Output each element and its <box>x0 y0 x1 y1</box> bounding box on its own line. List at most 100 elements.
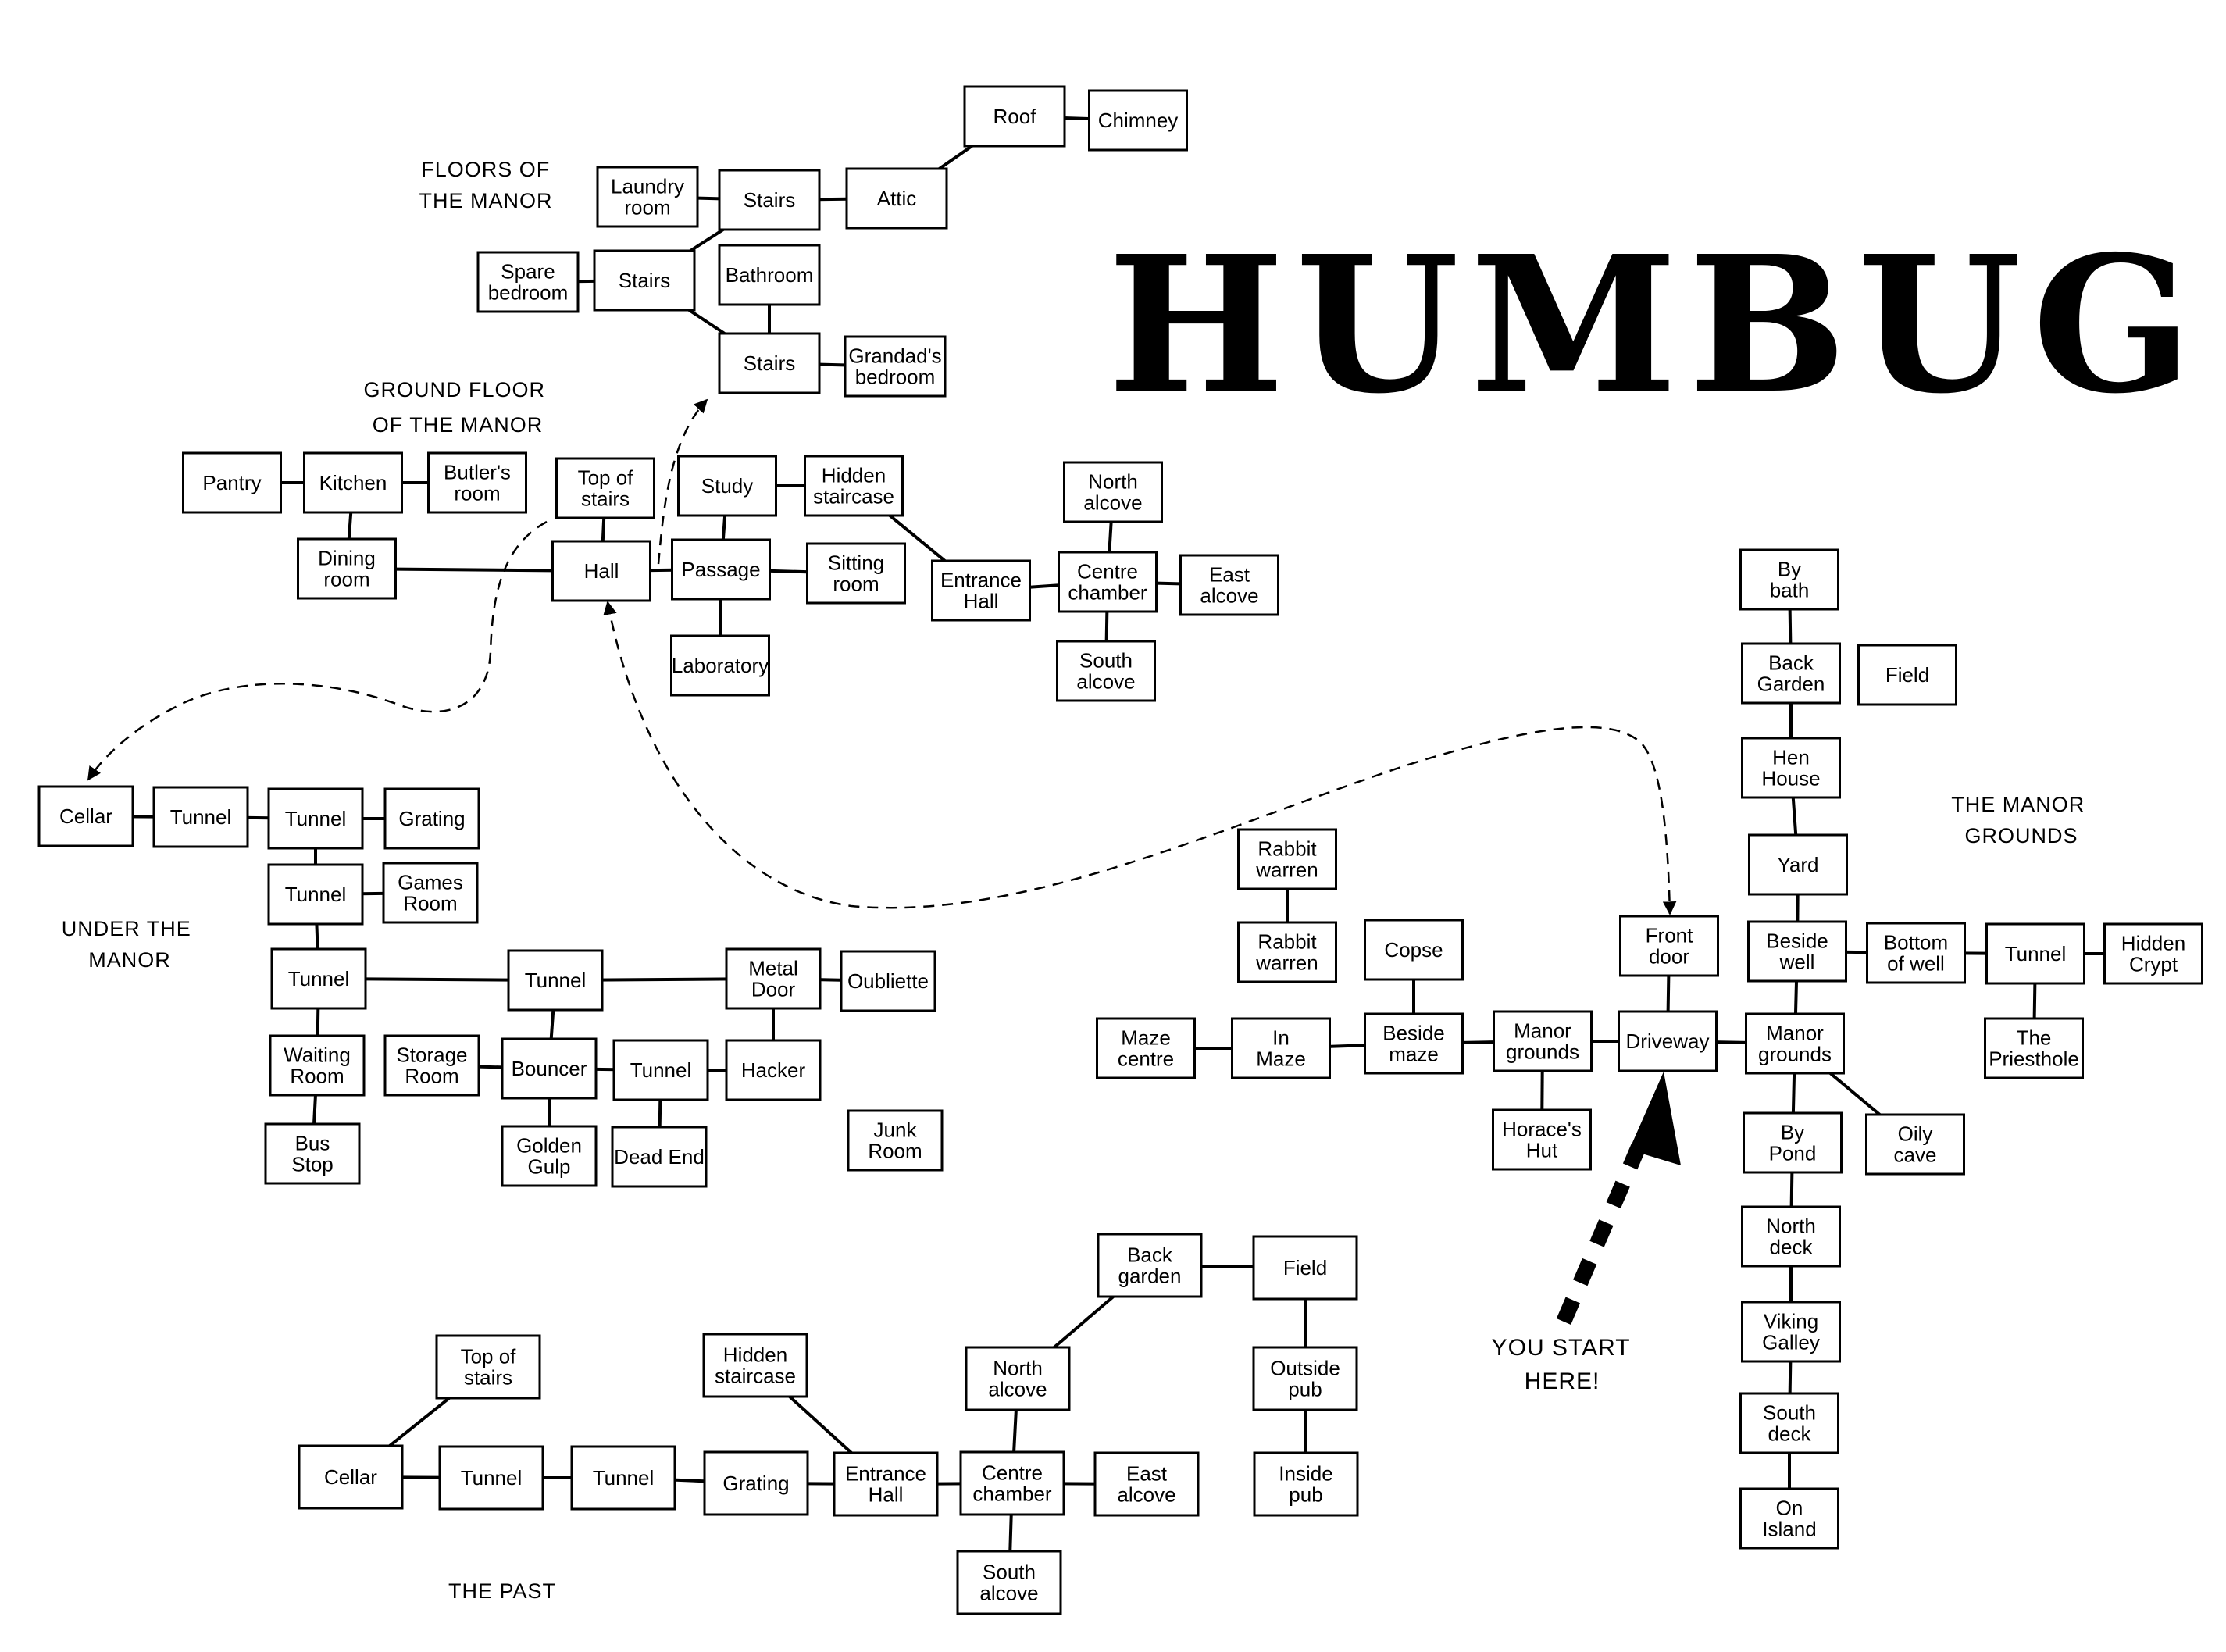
room-box <box>1618 1010 1718 1072</box>
room-box <box>806 542 906 605</box>
room-label-line: staircase <box>715 1365 796 1388</box>
room-label: Study <box>701 474 754 498</box>
room-label: Hacker <box>741 1058 806 1082</box>
room-box <box>725 1039 822 1101</box>
room-box <box>551 540 651 602</box>
room-tunnel-g: Tunnel <box>1985 922 2085 985</box>
room-label-line: Garden <box>1757 673 1825 696</box>
room-box <box>1739 1392 1839 1454</box>
dashed-arrow-driveway-to-hall <box>603 601 1677 915</box>
room-p-grating: Grating <box>703 1450 809 1516</box>
region-label-ground-floor: GROUND FLOOR OF THE MANOR <box>363 378 551 437</box>
room-box <box>1493 1010 1593 1072</box>
room-box <box>501 1037 598 1100</box>
room-attic: Attic <box>845 167 948 230</box>
room-label-line: Back <box>1127 1243 1173 1267</box>
room-label: Tunnel <box>593 1466 655 1490</box>
room-box <box>1252 1346 1358 1411</box>
room-box <box>267 787 364 850</box>
room-box <box>382 862 479 924</box>
room-box <box>1865 1113 1965 1176</box>
room-box <box>840 950 936 1012</box>
region-line: GROUND FLOOR <box>363 378 545 401</box>
room-label: Oubliette <box>847 969 929 993</box>
room-label-line: Hidden <box>822 464 886 487</box>
room-box <box>1739 548 1839 611</box>
room-box <box>804 455 904 517</box>
room-box <box>612 1039 709 1101</box>
room-label-line: Butler's <box>444 461 511 484</box>
room-box <box>718 244 821 306</box>
room-p-tunnel2: Tunnel <box>570 1445 676 1511</box>
room-label-line: Outside <box>1270 1357 1340 1380</box>
room-box <box>956 1550 1062 1615</box>
room-label-line: maze <box>1389 1043 1439 1066</box>
room-study: Study <box>677 455 777 517</box>
room-label-line: Bus <box>295 1132 330 1155</box>
room-p-field: Field <box>1252 1235 1358 1301</box>
room-label: Cellar <box>59 805 112 828</box>
room-label-line: Galley <box>1762 1331 1820 1354</box>
room-label-line: Field <box>1283 1256 1327 1279</box>
room-label-line: Crypt <box>2129 953 2178 976</box>
room-box <box>270 947 367 1010</box>
room-label-line: Field <box>1885 663 1929 687</box>
room-kitchen: Kitchen <box>303 451 403 514</box>
room-label-line: bath <box>1770 579 1810 602</box>
room-label-line: alcove <box>1200 584 1258 608</box>
room-label-line: Golden <box>516 1134 582 1158</box>
room-label-line: cave <box>1894 1144 1937 1167</box>
room-box <box>1364 1012 1464 1075</box>
room-box <box>718 169 821 231</box>
room-cellar: Cellar <box>37 785 134 847</box>
room-box <box>847 1109 944 1172</box>
room-label: Hall <box>584 559 619 583</box>
room-label-line: alcove <box>1117 1483 1175 1507</box>
room-label-line: Tunnel <box>461 1466 523 1490</box>
room-box <box>1252 1235 1358 1301</box>
room-label-line: Games <box>398 871 463 894</box>
room-box <box>1739 1487 1839 1550</box>
room-label-line: Hidden <box>2121 932 2185 955</box>
room-label-line: North <box>993 1357 1043 1380</box>
room-label: Cellar <box>324 1465 377 1489</box>
room-label: Grating <box>398 807 465 830</box>
room-label-line: Oily <box>1898 1122 1933 1146</box>
room-box <box>1748 833 1848 896</box>
room-box <box>965 1346 1071 1411</box>
room-box <box>1747 920 1847 983</box>
room-box <box>1492 1108 1592 1171</box>
room-box <box>931 559 1031 622</box>
room-label-line: room <box>833 573 879 596</box>
room-stairs2: Stairs <box>593 249 696 312</box>
room-label-line: Pantry <box>202 471 261 494</box>
room-p-cellar: Cellar <box>298 1444 404 1510</box>
room-label-line: Oubliette <box>847 969 929 993</box>
room-label-line: Stairs <box>744 188 795 212</box>
room-label: Tunnel <box>630 1058 692 1082</box>
room-box <box>1237 921 1337 983</box>
room-box <box>1063 461 1163 523</box>
start-label-line: HERE! <box>1525 1368 1600 1394</box>
room-box <box>844 335 947 398</box>
